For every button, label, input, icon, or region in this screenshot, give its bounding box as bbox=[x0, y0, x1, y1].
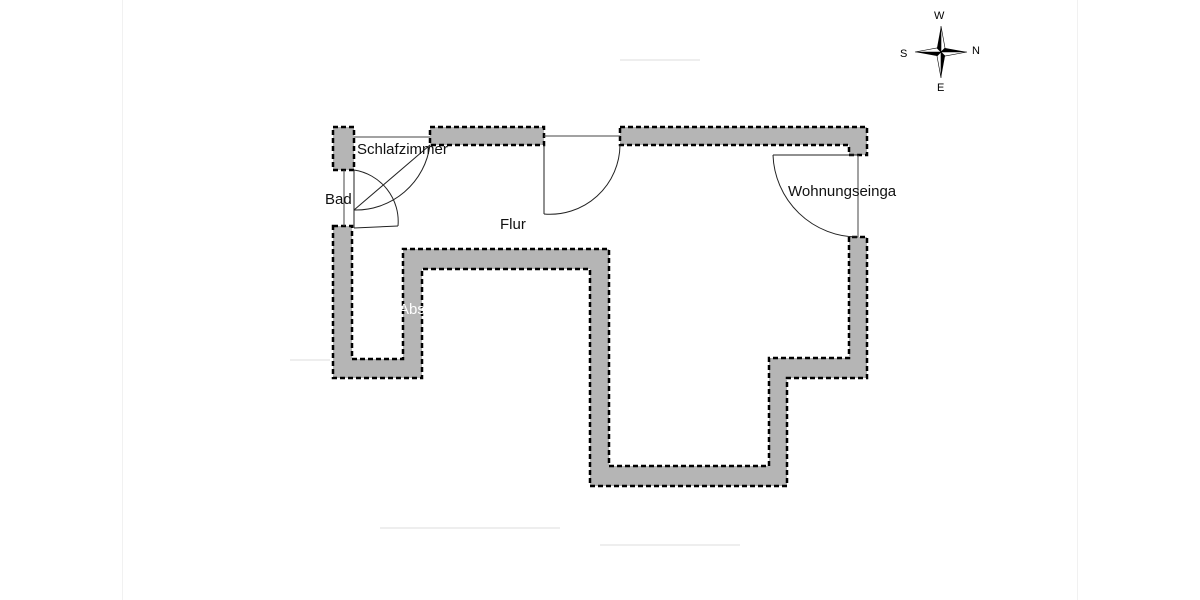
door-bad bbox=[353, 169, 399, 229]
sheet-border-right bbox=[1077, 0, 1078, 600]
faint-scan-marks bbox=[290, 59, 740, 546]
sheet-border-left bbox=[122, 0, 123, 600]
wall-top-right bbox=[618, 125, 869, 157]
room-label-flur: Flur bbox=[500, 216, 526, 233]
compass-west-label: W bbox=[934, 10, 945, 22]
door-schlafzimmer bbox=[353, 144, 431, 211]
compass-east-label: E bbox=[937, 82, 945, 94]
room-label-wohnungseingang: Wohnungseinga bbox=[788, 183, 897, 200]
door-flur-top bbox=[543, 144, 621, 215]
wall-top-left-stub bbox=[331, 125, 356, 172]
compass-rose-icon bbox=[914, 25, 968, 79]
wall-outer-perimeter bbox=[331, 224, 869, 488]
room-label-bad: Bad bbox=[325, 191, 352, 208]
room-label-abstell: Abst bbox=[399, 301, 430, 318]
door-wohnungseingang bbox=[772, 154, 859, 238]
compass-north-label: N bbox=[972, 45, 980, 57]
compass-south-label: S bbox=[900, 48, 908, 60]
room-label-schlafzimmer: Schlafzimmer bbox=[357, 141, 448, 158]
